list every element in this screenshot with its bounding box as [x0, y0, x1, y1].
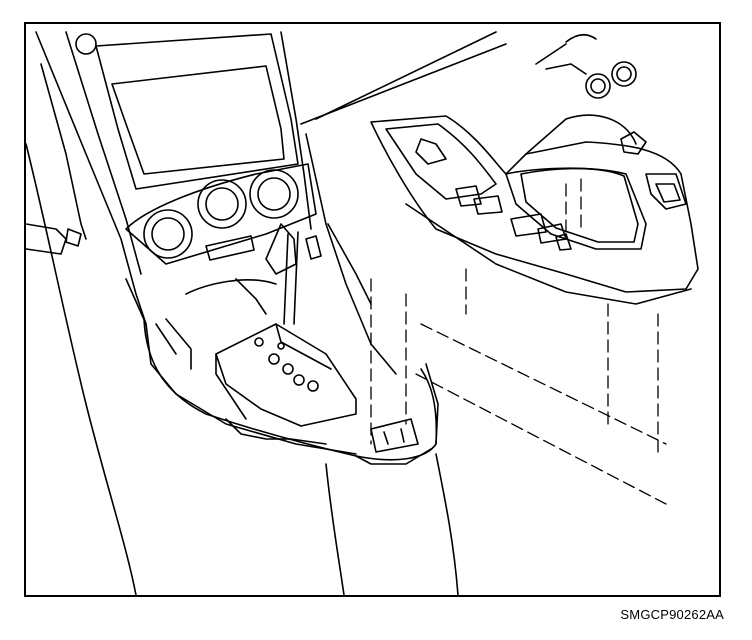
knob-left	[143, 209, 193, 259]
knob-center	[197, 179, 247, 229]
center-display	[75, 33, 299, 190]
climate-control-knobs	[125, 163, 317, 265]
exploded-view-diagram	[24, 22, 721, 597]
knob-right	[249, 169, 299, 219]
instrument-panel	[26, 31, 507, 595]
shifter-trim-bezel	[370, 114, 699, 305]
gear-shift-lever-boot	[215, 323, 357, 427]
console-base	[143, 318, 459, 595]
cigarette-lighter-sockets	[535, 33, 637, 99]
figure-code: SMGCP90262AA	[620, 607, 724, 622]
alignment-lines	[370, 178, 667, 505]
